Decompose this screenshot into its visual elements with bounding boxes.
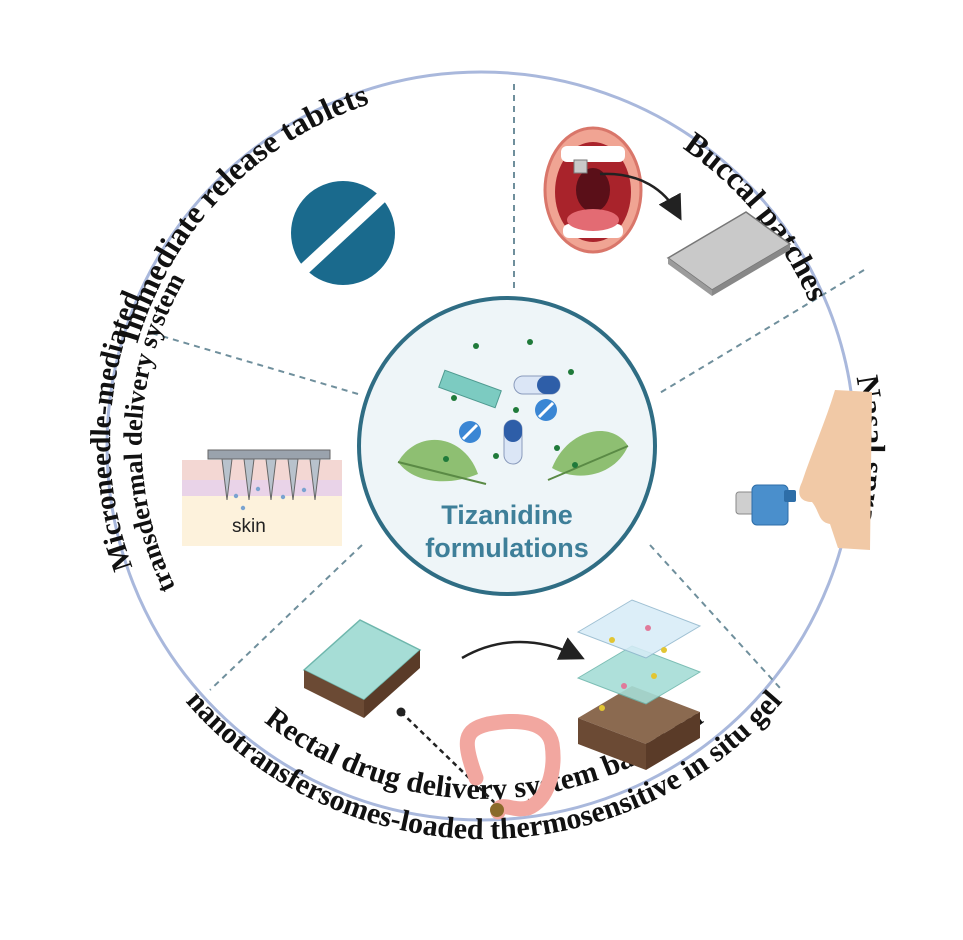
nose-profile-icon	[799, 390, 872, 550]
patch-arrow	[599, 172, 682, 221]
divider-right-upper	[657, 269, 865, 395]
skin-label: skin	[232, 516, 266, 537]
segment-dividers	[147, 84, 865, 691]
gel-transfer-arrow	[461, 637, 585, 660]
buccal-patch-icon	[666, 211, 792, 296]
particle-dots	[443, 339, 578, 468]
divider-left-upper	[147, 331, 359, 395]
center-title-line2: formulations	[425, 533, 589, 563]
rectal-title-line2: nanotransfersomes-loaded thermosensitive…	[180, 684, 788, 846]
divider-left-lower	[209, 544, 363, 691]
split-tablet-icon	[282, 176, 404, 290]
open-mouth-icon	[543, 126, 643, 254]
nasal-inhaler-icon	[735, 484, 796, 526]
gel-block-icon	[302, 619, 422, 718]
colon-dashed-pointer	[400, 711, 495, 803]
pointer-dot	[396, 707, 406, 717]
colon-icon	[459, 714, 561, 820]
layered-gel-block-icon	[576, 599, 702, 770]
center-pills-icon	[438, 369, 561, 465]
leaf-icons	[397, 430, 629, 485]
microneedle-skin-illustration: skin	[182, 449, 342, 546]
center-title-line1: Tizanidine	[441, 500, 573, 530]
